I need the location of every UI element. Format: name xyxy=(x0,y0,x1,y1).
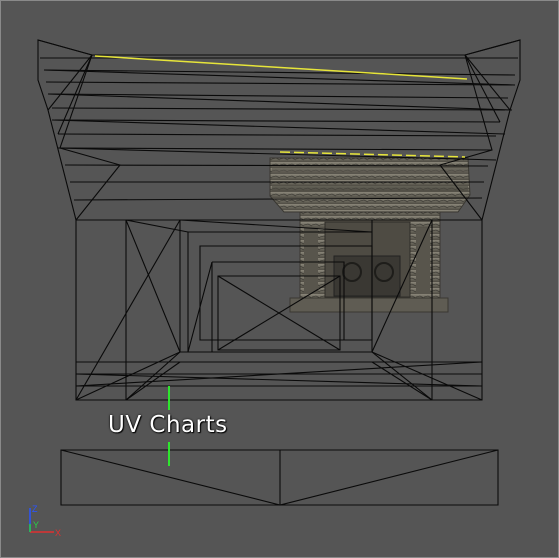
uv-bottom-strip[interactable] xyxy=(60,449,499,506)
uv-charts-label: UV Charts xyxy=(108,412,228,438)
axis-gizmo-icon: Z Y X xyxy=(29,504,61,538)
stone-shrine-texture xyxy=(269,157,471,313)
gizmo-x-label: X xyxy=(55,528,61,538)
gizmo-y-label: Y xyxy=(33,520,39,530)
uv-seam-lines xyxy=(94,55,468,158)
uv-wireframe[interactable] xyxy=(37,39,521,401)
gizmo-z-label: Z xyxy=(32,504,38,514)
